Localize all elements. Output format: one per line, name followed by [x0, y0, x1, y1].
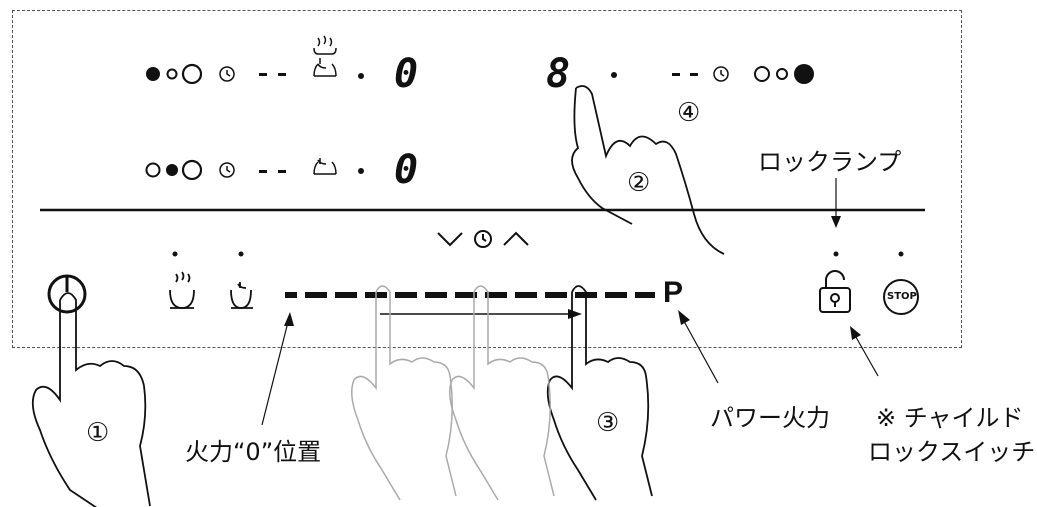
dashes-top-left [259, 73, 286, 76]
lock-icon [819, 270, 851, 313]
dot-indicator-top-right [611, 72, 617, 78]
stop-key[interactable]: STOP [887, 291, 917, 302]
hand-3-icon [546, 285, 653, 501]
left-top-digit: 0 [394, 51, 419, 97]
child-lock-label-1: ※ チャイルド [876, 404, 1024, 432]
hand-ghost-2-icon [449, 285, 555, 501]
lock-lamp-label: ロックランプ [758, 148, 902, 176]
timer-adjust-icon [437, 230, 529, 248]
callout-lock-line [851, 329, 879, 377]
zone-indicator-top-right [754, 64, 814, 84]
step-2: ② [627, 168, 651, 198]
power-icon [47, 274, 87, 314]
step-1: ① [86, 418, 110, 448]
timer-icon-bottom-left [219, 162, 235, 178]
hand-ghost-1-icon [351, 285, 457, 501]
dot-indicator-bottom-left [358, 168, 364, 174]
heat-zero-label: 火力“0”位置 [185, 438, 322, 466]
boil-key-icon [169, 271, 195, 309]
step-4: ④ [677, 98, 701, 128]
dashes-top-right [672, 73, 698, 76]
timer-icon-top-right [713, 66, 729, 82]
heat-slider [285, 292, 655, 298]
zone-indicator-top-left [146, 63, 203, 85]
power-max-label: パワー火力 [710, 404, 830, 432]
dot-indicator-top-left [358, 73, 364, 79]
hand-2-icon [571, 85, 725, 255]
hand-1-icon [31, 292, 151, 507]
right-top-digit: 8 [546, 51, 571, 97]
stop-icon [883, 279, 919, 315]
step-3: ③ [596, 408, 620, 438]
simmer-key-icon [230, 282, 253, 309]
simmer-icon-bottom [313, 158, 337, 175]
child-lock-label-2: ロックスイッチ [868, 438, 1036, 466]
callout-power-line [679, 313, 719, 384]
control-panel-outline [12, 10, 962, 348]
left-bottom-digit: 0 [394, 147, 419, 193]
dashes-bottom-left [259, 170, 286, 173]
callout-zero-line [261, 313, 291, 426]
timer-icon-top-left [219, 66, 235, 82]
zone-indicator-bottom-left [145, 159, 203, 181]
boil-icon-top [313, 35, 337, 77]
power-key[interactable]: P [663, 276, 684, 309]
